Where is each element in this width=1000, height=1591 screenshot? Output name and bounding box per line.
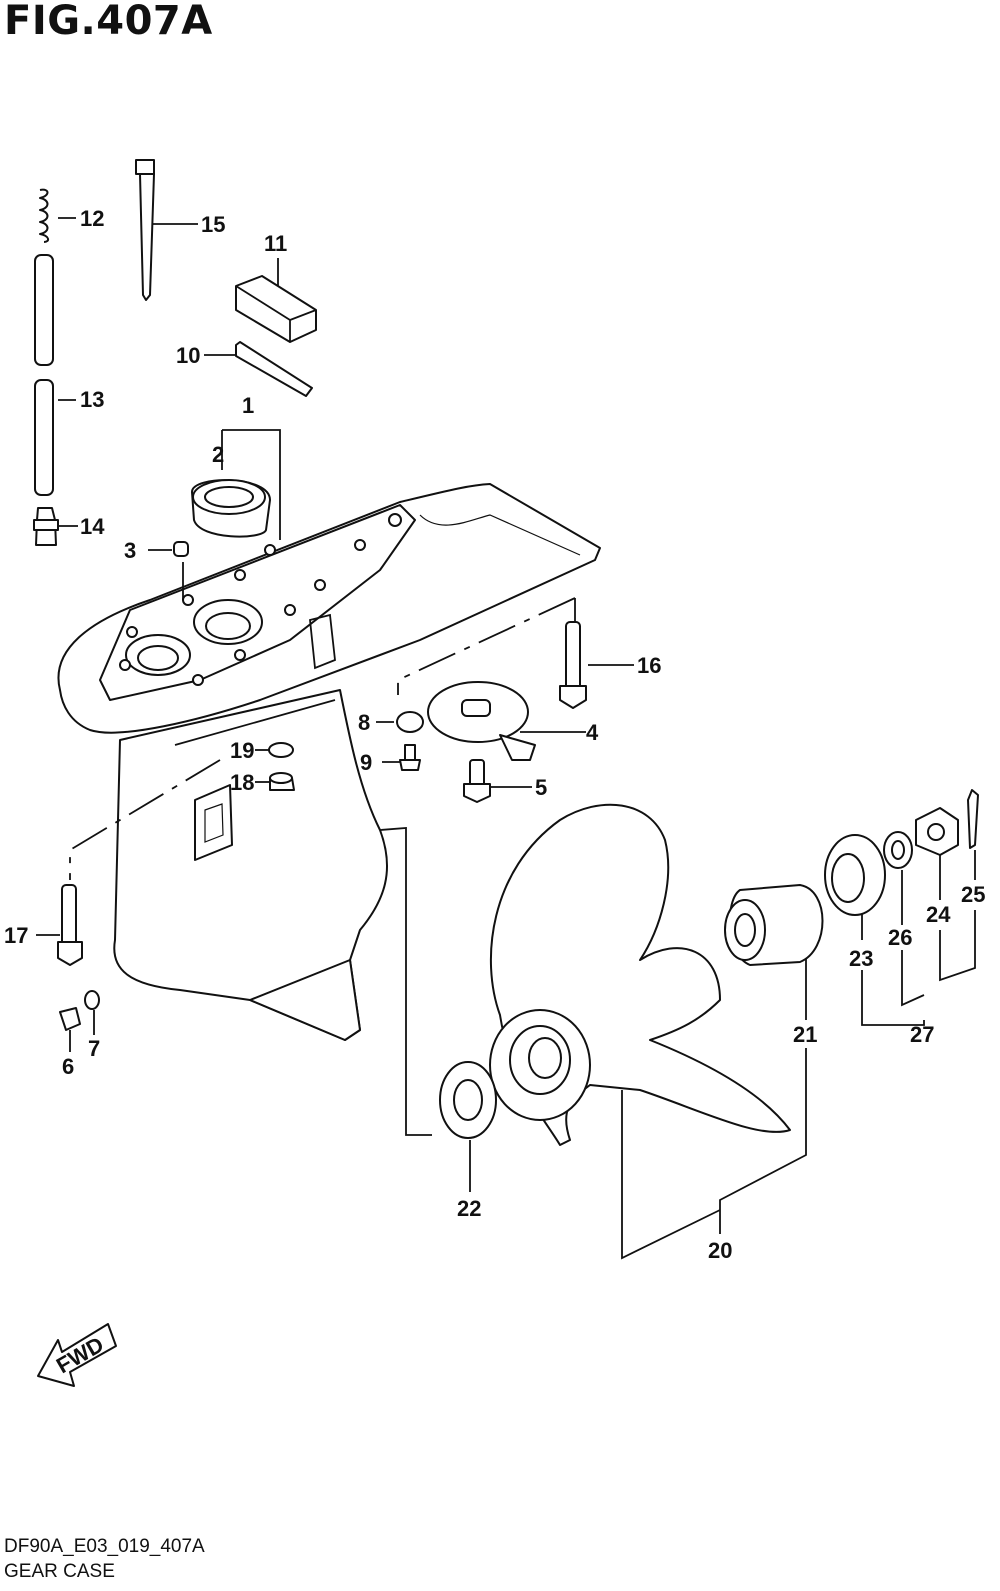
callout-27: 27 [910,1022,934,1047]
callout-19: 19 [230,738,254,763]
part-19-washer [268,742,294,758]
fwd-direction-arrow: FWD [37,1323,117,1387]
callout-1: 1 [242,393,254,418]
part-25-cotter-pin [967,789,979,849]
callout-3: 3 [124,538,136,563]
part-7-gasket [84,990,100,1010]
callout-25: 25 [961,882,985,907]
callout-2: 2 [212,442,224,467]
callout-7: 7 [88,1036,100,1061]
part-20-propeller [489,803,791,1146]
callout-24: 24 [926,902,951,927]
part-6-plug [59,1007,81,1031]
part-8-bushing [396,711,424,733]
part-2-bearing [191,479,271,538]
callout-6: 6 [62,1054,74,1079]
callout-14: 14 [80,514,105,539]
callout-17: 17 [4,923,28,948]
part-10-plate [235,341,313,397]
callout-21: 21 [793,1022,817,1047]
part-18-nut [269,772,295,791]
callout-13: 13 [80,387,104,412]
callout-labels: 1 2 3 4 5 6 7 8 9 10 11 12 13 14 15 16 1… [4,206,985,1263]
callout-20: 20 [708,1238,732,1263]
diagram-code: DF90A_E03_019_407A [4,1536,205,1557]
part-24-nut [915,807,959,856]
callout-26: 26 [888,925,912,950]
part-12-spring [39,188,50,243]
callout-5: 5 [535,775,547,800]
part-5-bolt [463,759,491,803]
part-15-cable-tie [135,159,155,301]
part-26-washer [883,831,913,869]
callout-15: 15 [201,212,225,237]
part-9-screw [399,744,421,771]
part-11-block [235,275,317,343]
diagram-name: GEAR CASE [4,1561,115,1582]
part-13-rod [34,254,54,496]
part-14-fitting [33,507,59,546]
part-23-spacer [824,834,886,916]
leader-lines [36,217,976,1260]
callout-22: 22 [457,1196,481,1221]
callout-4: 4 [586,720,599,745]
callout-12: 12 [80,206,104,231]
callout-11: 11 [264,231,287,256]
callout-18: 18 [230,770,254,795]
part-3-pin [173,541,189,557]
figure-title: FIG.407A [4,0,213,44]
callout-9: 9 [360,750,372,775]
callout-8: 8 [358,710,370,735]
part-16-bolt [559,621,587,709]
part-4-trim-tab [427,681,536,761]
part-22-thrust-washer [439,1061,497,1139]
part-17-bolt [57,884,83,966]
callout-10: 10 [176,343,200,368]
callout-16: 16 [637,653,661,678]
callout-23: 23 [849,946,873,971]
gear-case-housing [57,483,601,1041]
part-21-bushing [724,884,824,966]
